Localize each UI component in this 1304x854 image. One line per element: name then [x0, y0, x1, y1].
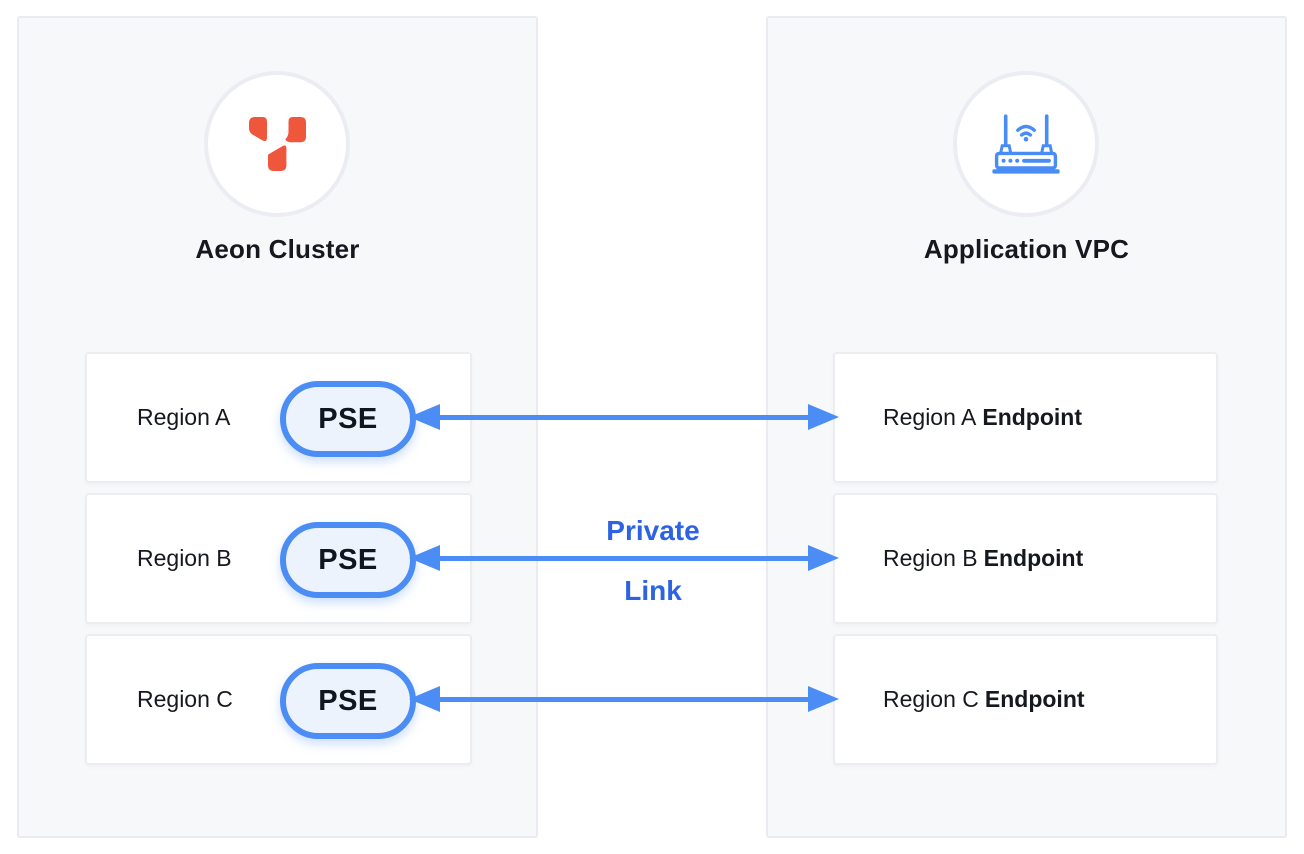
- region-label: Region C: [137, 686, 233, 712]
- wifi-signal-icon: [1016, 124, 1036, 142]
- wifi-router-icon: [992, 114, 1060, 174]
- arrowhead-right-icon: [808, 686, 839, 712]
- endpoint-region: Region B: [883, 545, 978, 571]
- arrow-shaft: [431, 555, 817, 561]
- left-panel-title: Aeon Cluster: [195, 234, 360, 264]
- private-link-arrow-b: [409, 545, 839, 571]
- private-link-arrow-c: [409, 686, 839, 712]
- arrow-shaft: [431, 696, 817, 702]
- pse-badge: PSE: [280, 381, 416, 457]
- private-link-label-line1: Private: [606, 515, 700, 546]
- aeon-cluster-panel: Aeon Cluster Region A PSE Region B PSE R…: [17, 16, 538, 838]
- region-label: Region A: [137, 404, 231, 430]
- antenna-foot-left: [999, 144, 1013, 154]
- antenna-foot-right: [1040, 144, 1054, 154]
- endpoint-suffix: Endpoint: [983, 545, 1084, 571]
- aeon-logo-circle: [204, 71, 350, 217]
- private-link-arrow-a: [409, 404, 839, 430]
- arrowhead-right-icon: [808, 404, 839, 430]
- endpoint-region: Region A: [883, 404, 977, 430]
- pse-badge: PSE: [280, 663, 416, 739]
- region-row-b: Region B PSE: [85, 493, 472, 624]
- region-label: Region B: [137, 545, 232, 571]
- endpoint-suffix: Endpoint: [982, 404, 1082, 430]
- region-row-a: Region A PSE: [85, 352, 472, 483]
- endpoint-region: Region C: [883, 686, 979, 712]
- right-panel-title: Application VPC: [923, 234, 1130, 264]
- arrow-shaft: [431, 414, 817, 420]
- endpoint-suffix: Endpoint: [984, 686, 1085, 712]
- router-icon-circle: [953, 71, 1099, 217]
- aeon-logo-icon: [248, 117, 306, 171]
- region-row-c: Region C PSE: [85, 634, 472, 765]
- router-base: [992, 169, 1060, 174]
- arrowhead-right-icon: [808, 545, 839, 571]
- private-link-label-line2: Link: [624, 575, 682, 606]
- pse-badge: PSE: [280, 522, 416, 598]
